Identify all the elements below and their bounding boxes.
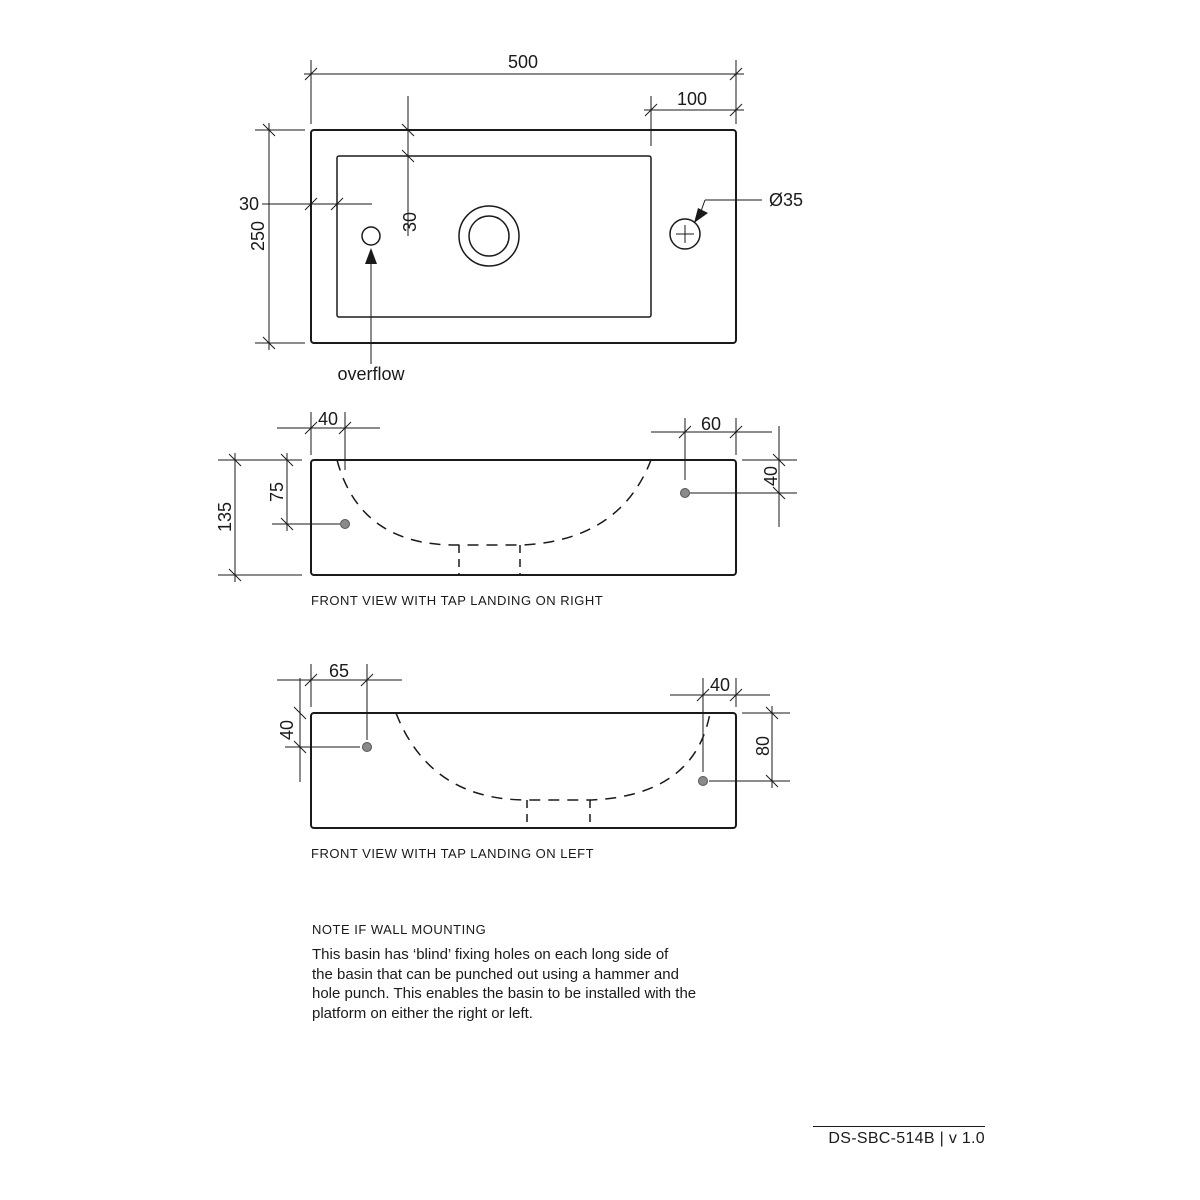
dim-tap-hole: Ø35 [769, 190, 803, 210]
tick [678, 425, 692, 439]
caption-front-view-left: FRONT VIEW WITH TAP LANDING ON LEFT [311, 846, 594, 861]
dim-right-offset-front-right: 60 [701, 414, 721, 434]
tick [729, 103, 743, 117]
document-code: DS-SBC-514B [828, 1130, 935, 1147]
tick [729, 425, 743, 439]
arrow-overflow [365, 248, 377, 264]
arrow-tap-hole [694, 208, 708, 223]
note-line: This basin has ‘blind’ fixing holes on e… [312, 946, 669, 963]
tick [765, 774, 779, 788]
tick [765, 706, 779, 720]
tick [293, 740, 307, 754]
front-view-left: 65 40 40 80 FRONT VIEW WITH TAP LANDING … [277, 661, 790, 861]
caption-front-view-right: FRONT VIEW WITH TAP LANDING ON RIGHT [311, 593, 603, 608]
dim-overall-width: 500 [508, 52, 538, 72]
dim-hole-drop-right-front-left: 80 [753, 736, 773, 756]
tick [280, 453, 294, 467]
tick [304, 67, 318, 81]
fixing-hole-right [680, 488, 690, 498]
overflow-hole [361, 226, 381, 246]
tick [228, 453, 242, 467]
dim-left-rim: 30 [239, 194, 259, 214]
tick [729, 688, 743, 702]
tick [772, 486, 786, 500]
note-line: hole punch. This enables the basin to be… [312, 985, 697, 1002]
overflow-label: overflow [337, 364, 405, 384]
dim-back-rim: 30 [400, 212, 420, 232]
note-title: NOTE IF WALL MOUNTING [312, 922, 487, 937]
basin-outline-front-right [310, 459, 737, 576]
basin-outline-plan [310, 129, 737, 344]
document-version: v 1.0 [948, 1130, 985, 1147]
tap-hole [669, 218, 701, 250]
bowl-profile-dashed [336, 459, 652, 546]
note-line: the basin that can be punched out using … [312, 965, 679, 983]
tick [338, 421, 352, 435]
note-body: This basin has ‘blind’ fixing holes on e… [312, 945, 752, 1023]
tick [401, 149, 415, 163]
dim-right-offset-front-left: 40 [710, 675, 730, 695]
fixing-hole-right [698, 776, 708, 786]
dim-left-offset-front-left: 65 [329, 661, 349, 681]
front-view-right: 40 60 135 75 40 FRONT VIEW WITH TAP LAND… [215, 409, 797, 608]
bowl-profile-dashed [395, 712, 711, 801]
tick [228, 568, 242, 582]
dim-overall-depth: 250 [248, 221, 268, 251]
bowl-outline-plan [336, 155, 652, 318]
tick [401, 123, 415, 137]
dim-height: 135 [215, 502, 235, 532]
tick [772, 453, 786, 467]
tick [304, 421, 318, 435]
dim-hole-drop-right-front-right: 40 [761, 466, 781, 486]
wall-mounting-note: NOTE IF WALL MOUNTING This basin has ‘bl… [312, 922, 752, 1023]
tick [293, 706, 307, 720]
tick [304, 673, 318, 687]
fixing-hole-left [340, 519, 350, 529]
waste-outlet-outer [458, 205, 520, 267]
dim-tap-platform: 100 [677, 89, 707, 109]
footer-separator: | [939, 1130, 945, 1147]
tick [360, 673, 374, 687]
dim-hole-drop-left-front-right: 75 [267, 482, 287, 502]
tick [729, 67, 743, 81]
basin-outline-front-left [310, 712, 737, 829]
fixing-hole-left [362, 742, 372, 752]
tick [280, 517, 294, 531]
document-footer: DS-SBC-514B | v 1.0 [813, 1126, 985, 1148]
tick [262, 336, 276, 350]
note-line: platform on either the right or left. [312, 1004, 533, 1022]
waste-outlet-inner [468, 215, 510, 257]
dim-left-offset-front-right: 40 [318, 409, 338, 429]
dim-hole-drop-left-front-left: 40 [277, 720, 297, 740]
tick [262, 123, 276, 137]
tick [696, 688, 710, 702]
tick [644, 103, 658, 117]
tick [330, 197, 344, 211]
plan-view: 500 100 250 30 30 Ø35 overflow [239, 52, 803, 384]
tick [304, 197, 318, 211]
